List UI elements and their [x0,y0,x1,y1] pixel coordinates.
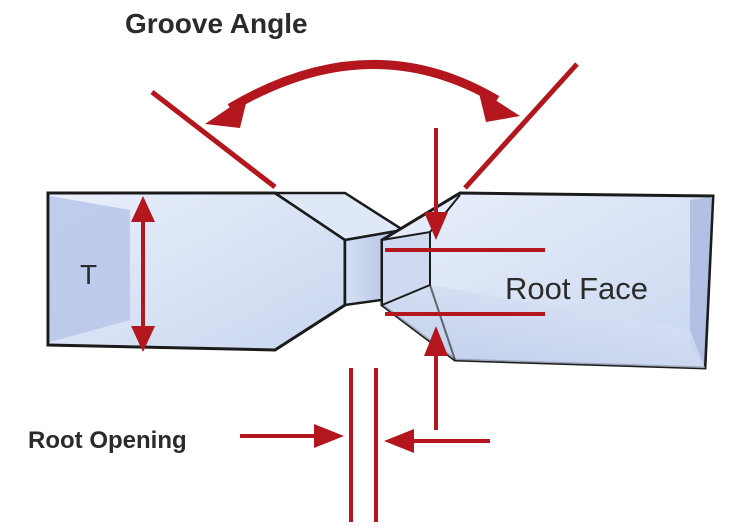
root-face-label: Root Face [505,271,648,306]
left-plate-edge-line [274,191,346,242]
inward-arrows-icon [240,368,490,522]
root-face-markers [385,128,545,430]
groove-angle-line-left [150,90,277,189]
left-plate-side-panel [50,196,130,342]
thickness-label: T [80,259,97,290]
right-plate-bevel-lower [382,285,705,368]
right-plate-side-panel [690,197,712,366]
curved-double-arrow-icon [205,60,520,128]
right-plate-bevel-edge-lower [429,284,456,361]
root-opening-label: Root Opening [28,427,187,454]
groove-angle-line-right [463,62,579,190]
right-plate [380,191,715,370]
left-plate [46,191,407,352]
groove-angle-label: Groove Angle [125,8,308,39]
vertical-double-arrow-icon [131,196,155,352]
